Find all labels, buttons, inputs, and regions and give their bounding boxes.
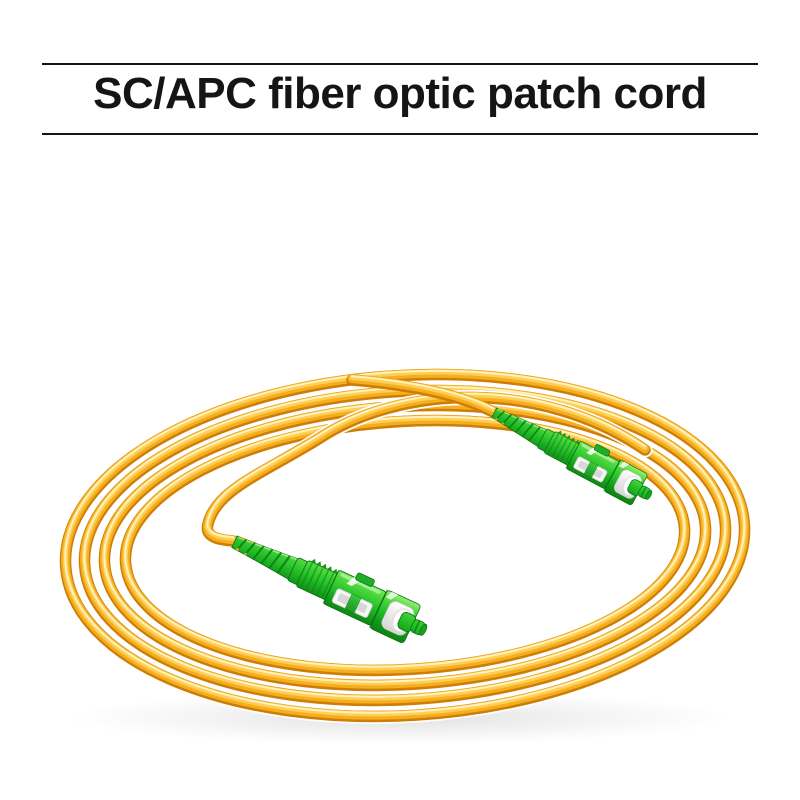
sc-apc-connector-left: [224, 518, 438, 652]
cable-strand-to-left-connector: [199, 390, 653, 549]
cable-loop: [57, 366, 753, 724]
cable-loop: [76, 382, 734, 708]
title-banner: SC/APC fiber optic patch cord: [0, 0, 800, 140]
cable-coil: [57, 366, 753, 724]
banner-top-rule: [42, 63, 758, 65]
cable-strand-to-right-connector: [346, 374, 499, 418]
banner-bottom-rule: [42, 133, 758, 135]
product-image: [0, 140, 800, 800]
cable-loop: [117, 412, 693, 678]
page-title: SC/APC fiber optic patch cord: [93, 69, 707, 118]
patch-cord-illustration: [57, 366, 753, 744]
